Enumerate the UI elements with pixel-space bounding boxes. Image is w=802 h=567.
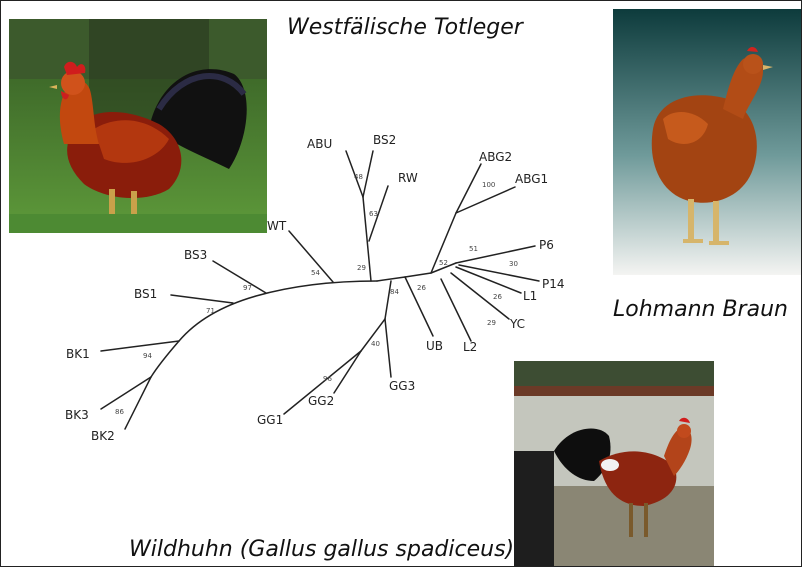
leaf-abg1: ABG1 — [515, 172, 548, 186]
bootstrap-bk: 86 — [115, 408, 124, 416]
bootstrap-yc: 29 — [487, 319, 496, 327]
branch-p6 — [456, 246, 535, 263]
leaf-p14: P14 — [542, 277, 565, 291]
leaf-bs3: BS3 — [184, 248, 207, 262]
bootstrap-bs1: 71 — [206, 307, 215, 315]
bootstrap-abg: 100 — [482, 181, 495, 189]
leaf-p6: P6 — [539, 238, 554, 252]
bootstrap-root: 29 — [357, 264, 366, 272]
bootstrap-gg: 40 — [371, 340, 380, 348]
leaf-bk1: BK1 — [66, 347, 90, 361]
branch-l2 — [441, 279, 471, 341]
gg-stem — [385, 281, 391, 319]
caption-wildhuhn: Wildhuhn (Gallus gallus spadiceus) — [129, 537, 514, 562]
leaf-yc: YC — [509, 317, 525, 331]
branch-bs3 — [213, 261, 266, 293]
bootstrap-rw: 63 — [369, 210, 378, 218]
branch-abg2 — [456, 164, 481, 213]
bootstrap-abu-bs2: 48 — [354, 173, 363, 181]
lohmann-stem — [405, 273, 431, 277]
branch-bs2 — [363, 151, 373, 197]
branch-gg3 — [385, 319, 391, 377]
bootstrap-lohmann: 26 — [417, 284, 426, 292]
leaf-gg1: GG1 — [257, 413, 283, 427]
leaf-gg2: GG2 — [308, 394, 334, 408]
caption-lohmann-braun: Lohmann Braun — [613, 297, 788, 322]
leaf-bs1: BS1 — [134, 287, 157, 301]
leaf-bs2: BS2 — [373, 133, 396, 147]
leaf-abg2: ABG2 — [479, 150, 512, 164]
bootstrap-bk1: 94 — [143, 352, 152, 360]
bootstrap-p14: 30 — [509, 260, 518, 268]
leaf-l2: L2 — [463, 340, 477, 354]
bootstrap-l1: 26 — [493, 293, 502, 301]
leaf-gg3: GG3 — [389, 379, 415, 393]
bootstrap-p6: 51 — [469, 245, 478, 253]
leaf-bk3: BK3 — [65, 408, 89, 422]
caption-westfaelische-totleger: Westfälische Totleger — [287, 15, 523, 40]
leaf-ub: UB — [426, 339, 443, 353]
branch-bk1 — [101, 341, 179, 351]
bootstrap-ub: 84 — [390, 288, 399, 296]
bootstrap-wt: 54 — [311, 269, 320, 277]
branch-gg2 — [334, 351, 361, 393]
bootstrap-bs3: 97 — [243, 284, 252, 292]
leaf-bk2: BK2 — [91, 429, 115, 443]
branch-abg1 — [456, 187, 515, 213]
bootstrap-lb: 52 — [439, 259, 448, 267]
trunk-branch — [151, 281, 377, 377]
leaf-abu: ABU — [307, 137, 332, 151]
leaf-wt: WT — [267, 219, 287, 233]
leaf-l1: L1 — [523, 289, 537, 303]
branch-bs1 — [171, 295, 233, 303]
leaf-rw: RW — [398, 171, 418, 185]
bootstrap-gg2: 96 — [323, 375, 332, 383]
